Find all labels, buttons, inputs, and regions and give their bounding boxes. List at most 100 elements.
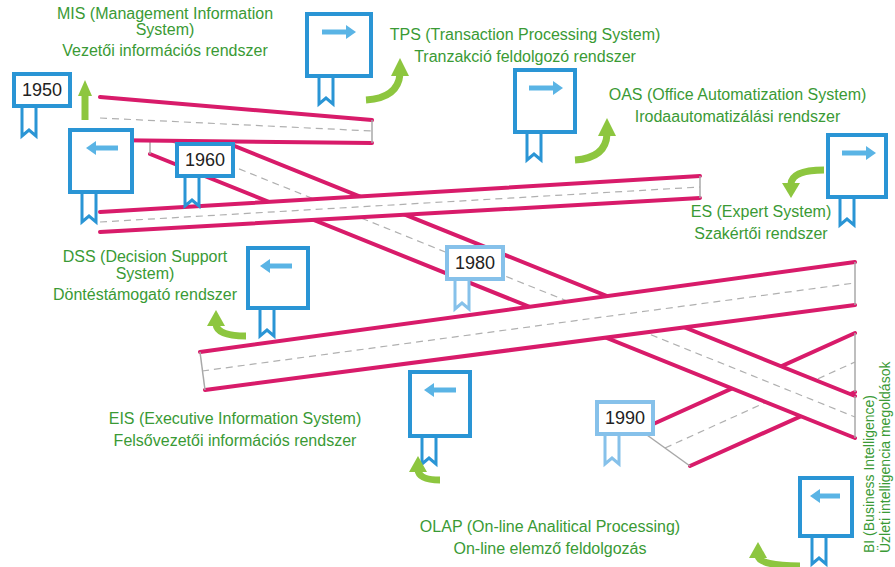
exit-arrowhead <box>78 80 92 96</box>
system-label: Tranzakció feldolgozó rendszer <box>380 48 670 66</box>
sign-arrow <box>432 388 456 393</box>
sign-post <box>605 434 619 464</box>
direction-sign <box>515 70 575 160</box>
exit-arrow <box>78 80 92 120</box>
sign-board <box>307 14 371 76</box>
sign-arrowhead <box>553 81 563 95</box>
sign-arrowhead <box>866 146 876 160</box>
system-label: Felsővezetői információs rendszer <box>55 432 415 450</box>
vertical-label: Üzleti intelligencia megoldások <box>877 362 893 553</box>
vertical-label: BI (Business Intelligence) <box>861 395 877 553</box>
exit-arrow <box>409 456 440 480</box>
system-label: On-line elemző feldolgozás <box>400 540 700 558</box>
exit-arrowhead <box>207 310 225 326</box>
exit-arrowhead <box>749 542 767 558</box>
road-cut-end <box>854 396 856 438</box>
road <box>150 112 855 438</box>
direction-sign <box>410 372 470 464</box>
sign-arrow <box>842 151 868 156</box>
sign-arrowhead <box>424 383 434 397</box>
system-label: Irodaautomatizálási rendszer <box>585 108 890 126</box>
system-label: OAS (Office Automatization System) <box>585 86 890 104</box>
year-sign: 1980 <box>445 245 505 281</box>
system-label: OLAP (On-line Analitical Processing) <box>400 518 700 536</box>
sign-arrow <box>818 494 840 499</box>
sign-post <box>260 308 274 336</box>
exit-arrow-shaft <box>82 94 89 120</box>
exit-arrow-shaft <box>575 134 607 160</box>
direction-sign <box>248 248 308 336</box>
sign-post <box>82 192 96 222</box>
year-text: 1960 <box>185 149 225 171</box>
direction-sign <box>307 14 371 104</box>
road-cut-end <box>699 176 701 198</box>
year-text: 1950 <box>22 79 62 101</box>
sign-arrowhead <box>346 25 356 39</box>
direction-sign <box>828 135 886 225</box>
road-edge <box>100 176 700 212</box>
road-cut-end <box>854 333 856 392</box>
road-edge <box>150 112 855 396</box>
system-label: DSS (Decision Support System) <box>45 248 245 282</box>
exit-arrow <box>207 310 246 336</box>
direction-sign <box>70 130 132 222</box>
road-cut-end <box>854 262 856 305</box>
road-centre-line <box>100 118 372 131</box>
sign-post <box>185 176 199 206</box>
road-surface <box>100 176 700 232</box>
road <box>100 176 700 232</box>
road-edge <box>205 305 855 390</box>
exit-arrow <box>366 58 409 100</box>
sign-post <box>22 106 36 136</box>
year-sign: 1950 <box>12 72 72 108</box>
system-label: MIS (Management Information System) <box>40 6 290 38</box>
system-label: ES (Expert System) <box>686 203 836 221</box>
exit-arrow <box>575 118 616 160</box>
sign-board <box>515 70 575 132</box>
sign-post <box>812 536 826 564</box>
exit-arrow <box>749 542 800 566</box>
exit-arrowhead <box>598 118 616 136</box>
year-text: 1980 <box>455 252 495 274</box>
sign-post <box>527 132 541 160</box>
year-text: 1990 <box>605 407 645 429</box>
sign-arrowhead <box>260 259 270 273</box>
sign-board <box>410 372 470 436</box>
year-sign: 1990 <box>595 400 655 436</box>
sign-post <box>455 279 469 309</box>
system-label: TPS (Transaction Processing System) <box>380 26 670 44</box>
exit-arrow-shaft <box>791 170 824 184</box>
road-cut-end <box>371 120 373 143</box>
road-centre-line <box>150 133 855 417</box>
sign-post <box>840 197 854 225</box>
system-label: Döntéstámogató rendszer <box>45 286 245 304</box>
exit-arrowhead <box>391 58 409 76</box>
sign-post <box>319 76 333 104</box>
sign-arrow <box>529 86 555 91</box>
road-surface <box>150 112 855 438</box>
sign-board <box>70 130 132 192</box>
sign-arrow <box>322 30 348 35</box>
sign-arrowhead <box>86 141 96 155</box>
exit-arrow-shaft <box>366 74 400 100</box>
exit-arrowhead <box>409 456 427 472</box>
system-label: EIS (Executive Information System) <box>55 410 415 428</box>
year-sign: 1960 <box>175 142 235 178</box>
sign-board <box>828 135 886 197</box>
sign-post <box>422 436 436 464</box>
system-label: Vezetői információs rendszer <box>40 42 290 60</box>
direction-sign <box>800 478 852 564</box>
road-edge <box>100 140 372 143</box>
exit-arrowhead <box>782 183 800 198</box>
sign-arrowhead <box>810 489 820 503</box>
sign-board <box>800 478 852 536</box>
road-cut-end <box>200 352 205 390</box>
system-label: Szakértői rendszer <box>686 225 836 243</box>
sign-arrow <box>94 146 118 151</box>
exit-arrow <box>782 170 824 198</box>
sign-board <box>248 248 308 308</box>
sign-arrow <box>268 264 292 269</box>
